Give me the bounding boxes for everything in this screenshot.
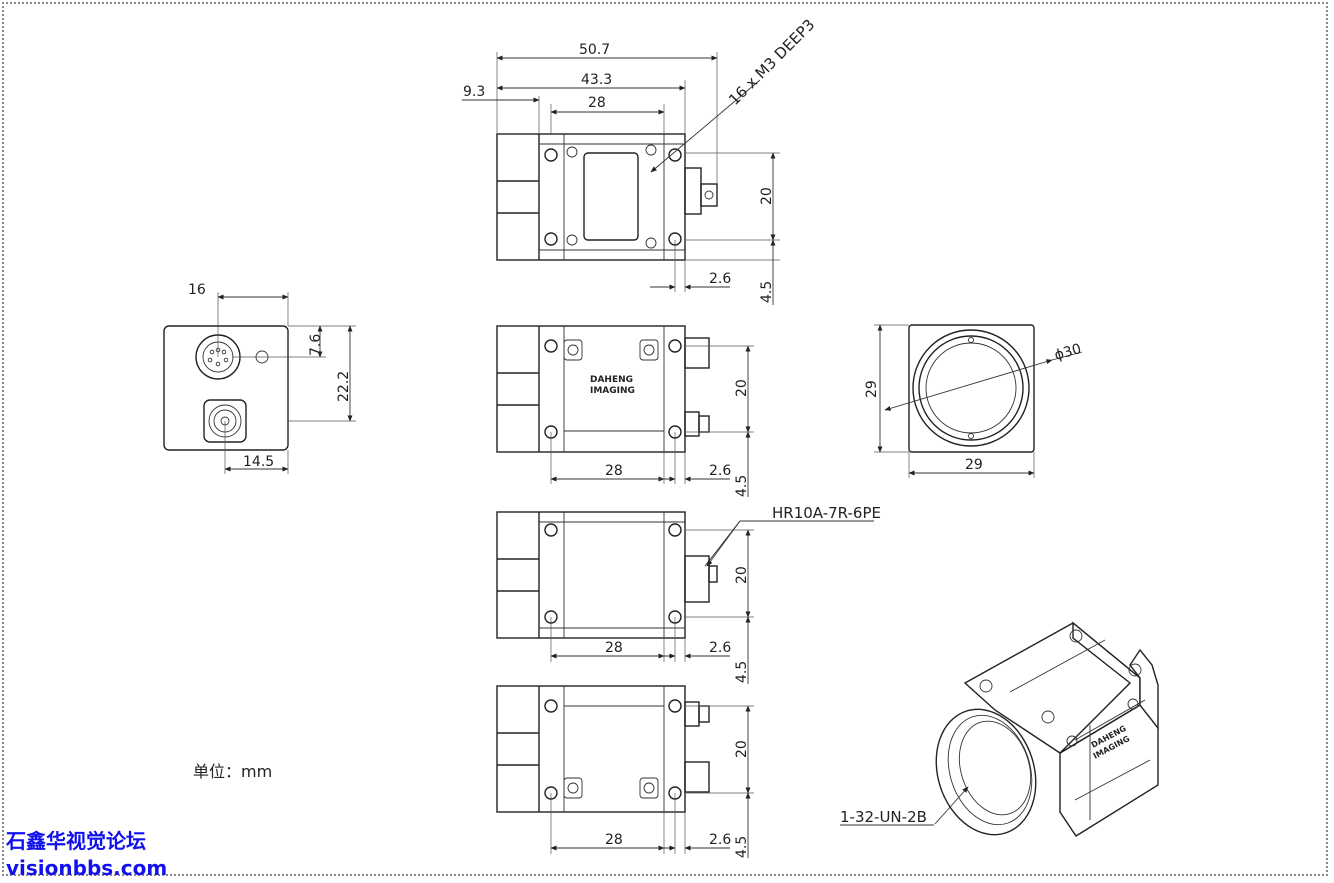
top-dim-mount: 28	[588, 95, 606, 111]
top-view-mount-holes	[544, 144, 682, 249]
side1-logo-line2: IMAGING	[590, 386, 635, 396]
side1-dim-bottom: 4.5	[734, 475, 750, 497]
side-view-2: HR10A-7R-6PE 20 28 2.6 4.5	[496, 504, 881, 684]
iso-lens-mount	[935, 708, 1037, 836]
side3-dim-height: 20	[734, 740, 750, 758]
side1-dim-width: 28	[605, 463, 623, 479]
side3-body	[496, 685, 686, 813]
side2-dim-offset: 2.6	[709, 640, 731, 656]
side1-body	[496, 325, 686, 453]
side2-connector	[684, 555, 710, 603]
rear-dim-upper: 7.6	[308, 334, 324, 356]
top-view-connector	[684, 167, 702, 215]
iso-thread-label: 1-32-UN-2B	[840, 808, 927, 826]
side1-logo-line1: DAHENG	[590, 375, 633, 385]
rear-dim-height: 22.2	[336, 371, 352, 402]
rear-view: 16 7.6 22.2 14.5	[163, 282, 356, 474]
rear-view-body	[163, 325, 289, 451]
side3-lower-connector	[684, 761, 710, 793]
top-dim-front: 9.3	[463, 84, 485, 100]
side3-upper-connector	[684, 701, 700, 727]
top-dim-overall: 50.7	[579, 42, 610, 58]
top-dim-bottom: 4.5	[759, 281, 775, 303]
rear-dim-lower: 14.5	[243, 454, 274, 470]
side-view-1: DAHENG IMAGING 20 28 2.6 4.5	[496, 325, 754, 497]
side3-dim-offset: 2.6	[709, 832, 731, 848]
watermark: 石鑫华视觉论坛 visionbbs.com	[6, 828, 176, 882]
side1-upper-connector	[684, 337, 710, 369]
front-lens-mount	[912, 329, 1030, 447]
front-dim-diameter: ϕ30	[1053, 341, 1083, 364]
top-callout: 16 x M3 DEEP3	[725, 16, 818, 109]
side-view-3: 20 28 2.6 4.5	[496, 685, 754, 858]
side1-dim-height: 20	[734, 379, 750, 397]
side3-dim-bottom: 4.5	[734, 836, 750, 858]
unit-label: 单位：mm	[193, 762, 272, 781]
front-view: 29 29 ϕ30	[864, 324, 1083, 478]
side1-lower-connector	[684, 411, 700, 437]
top-view-window	[583, 152, 639, 241]
side2-dim-bottom: 4.5	[734, 661, 750, 683]
side3-dim-width: 28	[605, 832, 623, 848]
side2-dim-height: 20	[734, 566, 750, 584]
top-dim-body: 43.3	[581, 72, 612, 88]
iso-view: DAHENG IMAGING 1-32-UN-2B	[840, 621, 1159, 837]
rear-dim-width: 16	[188, 282, 206, 298]
watermark-url: visionbbs.com	[6, 856, 168, 880]
side2-body	[496, 511, 686, 639]
watermark-title: 石鑫华视觉论坛	[6, 829, 146, 853]
top-dim-offset: 2.6	[709, 271, 731, 287]
front-dim-width: 29	[965, 457, 983, 473]
side1-dim-offset: 2.6	[709, 463, 731, 479]
front-dim-height: 29	[864, 380, 880, 398]
top-dim-height: 20	[759, 187, 775, 205]
side2-dim-width: 28	[605, 640, 623, 656]
top-view: 50.7 43.3 28 9.3 20 2.6 4.5 16 x M3 DEEP…	[462, 16, 818, 305]
side2-connector-label: HR10A-7R-6PE	[772, 504, 881, 522]
